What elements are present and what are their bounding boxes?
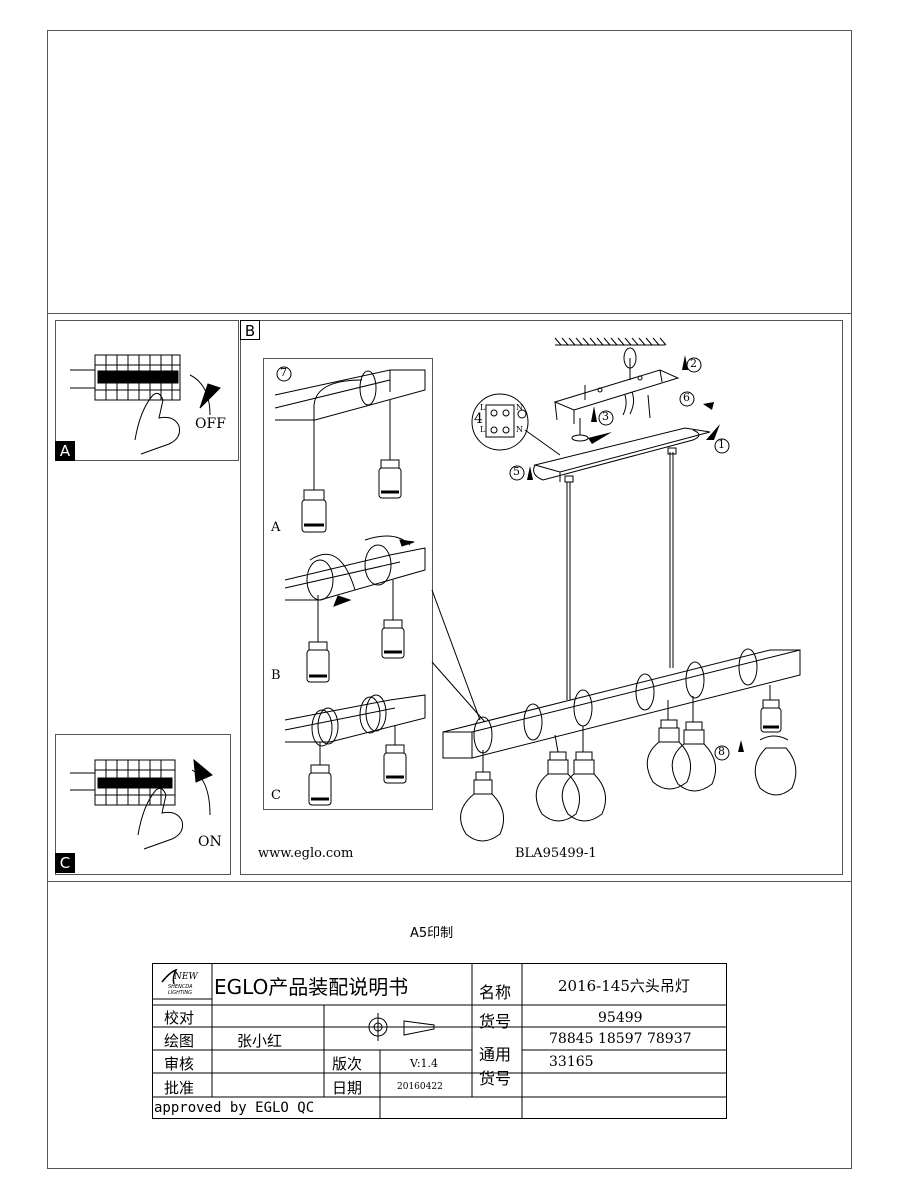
- switch-off-caption: OFF: [195, 416, 226, 432]
- step-3-number: 3: [602, 410, 609, 423]
- draw-value: 张小红: [237, 1032, 283, 1050]
- title-block: NEW SHENCDA LIGHTING EGLO产品装配说明书 校对 绘图 张…: [152, 963, 727, 1119]
- detail-label-a: A: [271, 520, 281, 535]
- breaker-icon: [70, 354, 211, 455]
- arrow-on-icon: [193, 758, 213, 783]
- step-6-number: 6: [683, 391, 690, 404]
- logo-mark: NEW: [174, 972, 198, 982]
- approve-label: 批准: [164, 1079, 195, 1097]
- date-label: 日期: [332, 1079, 363, 1097]
- instruction-area: [47, 313, 852, 882]
- document-title: EGLO产品装配说明书: [214, 975, 409, 999]
- terminal-letter-n2: N: [516, 425, 523, 434]
- step-4-number: 4: [474, 411, 483, 427]
- step-1-number: 1: [718, 438, 725, 451]
- version-label: 版次: [332, 1055, 363, 1073]
- print-note: A5印制: [410, 926, 454, 941]
- detail-a-drawing: [274, 369, 426, 533]
- panel-c-label: C: [55, 853, 75, 873]
- panel-a-label: A: [55, 441, 75, 461]
- document-code: BLA95499-1: [515, 846, 597, 861]
- breaker-icon: [70, 759, 211, 850]
- logo: NEW SHENCDA LIGHTING: [156, 966, 208, 1000]
- terminal-letter-n1: N: [516, 403, 523, 412]
- panel-b: [240, 320, 843, 875]
- terminal-letter-l2: L: [480, 425, 486, 434]
- logo-sub-1: SHENCDA: [168, 984, 193, 990]
- switch-on-caption: ON: [198, 834, 222, 850]
- wooden-beam: [442, 648, 801, 759]
- mounting-bracket: [553, 347, 680, 424]
- step-5-number: 5: [513, 465, 520, 478]
- panel-b-label: B: [240, 320, 260, 340]
- detail-c-drawing: [284, 694, 426, 806]
- panel-a: [55, 320, 239, 461]
- item-value: 95499: [598, 1010, 643, 1026]
- terminal-block-detail: [471, 393, 561, 456]
- detail-b-drawing: [284, 535, 426, 683]
- common-value-2: 33165: [549, 1054, 594, 1070]
- step-2-number: 2: [690, 357, 697, 370]
- common-label-2: 货号: [479, 1069, 512, 1088]
- draw-label: 绘图: [164, 1032, 195, 1050]
- detail-label-c: C: [271, 788, 281, 803]
- terminal-letter-l1: L: [480, 403, 486, 412]
- common-value-1: 78845 18597 78937: [549, 1031, 692, 1047]
- ceiling-hatch: [554, 337, 667, 346]
- detail-label-b: B: [271, 668, 281, 683]
- item-label: 货号: [479, 1012, 512, 1031]
- name-label: 名称: [479, 983, 512, 1002]
- detail-inset: [263, 358, 433, 810]
- arrow-off-icon: [199, 383, 221, 409]
- canopy: [533, 427, 711, 482]
- logo-sub-2: LIGHTING: [168, 990, 193, 996]
- step-7-number: 7: [280, 366, 287, 379]
- common-label-1: 通用: [479, 1045, 512, 1064]
- check-label: 校对: [164, 1009, 195, 1027]
- name-value: 2016-145六头吊灯: [558, 977, 690, 995]
- pendant-lamps: [460, 685, 797, 842]
- panel-c: [55, 734, 231, 875]
- step-8-number: 8: [718, 745, 725, 758]
- version-value: V:1.4: [410, 1057, 439, 1070]
- review-label: 审核: [164, 1055, 195, 1073]
- approved-note: approved by EGLO QC: [154, 1100, 315, 1116]
- date-value: 20160422: [397, 1082, 443, 1092]
- website-url[interactable]: www.eglo.com: [258, 846, 354, 861]
